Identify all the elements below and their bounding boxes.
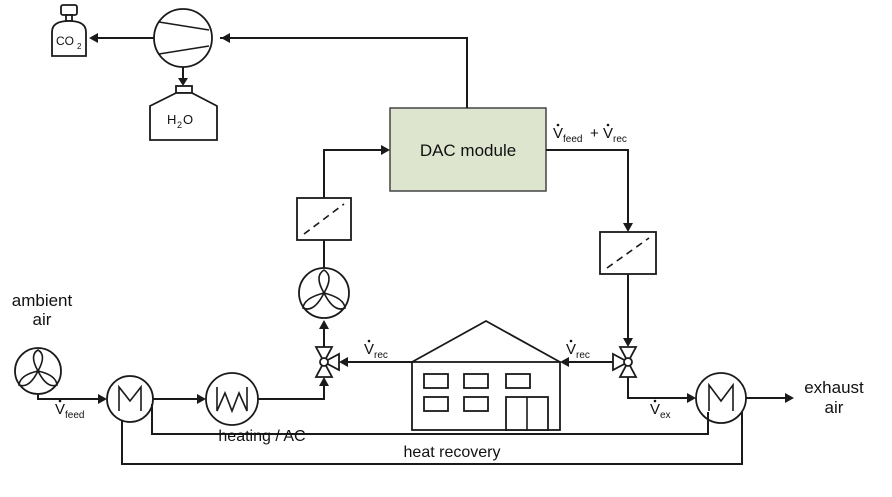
dac-module-label: DAC module (420, 141, 516, 160)
heating-ac-label: heating / AC (218, 428, 305, 445)
co2-subscript: 2 (77, 42, 82, 51)
h2o-tank: H 2 O (149, 85, 218, 141)
svg-text:V: V (603, 125, 613, 142)
exhaust-air-label: air (825, 398, 844, 417)
dac-module-box (389, 107, 547, 192)
label-vrec-left: V rec (364, 341, 388, 361)
building-icon (411, 319, 561, 431)
exhaust-label: exhaust (804, 378, 864, 397)
ambient-air-label: air (33, 310, 52, 329)
valve-right-icon (612, 346, 638, 378)
svg-text:V: V (55, 401, 65, 418)
svg-text:+: + (590, 125, 599, 142)
co2-cylinder: CO 2 (51, 4, 87, 57)
label-vex: V ex (650, 401, 671, 421)
label-vrec-right: V rec (566, 341, 590, 361)
heat-exchanger-right-icon (695, 372, 747, 424)
co2-label: CO (56, 34, 74, 48)
svg-text:rec: rec (374, 350, 388, 361)
svg-text:feed: feed (65, 410, 84, 421)
heat-recovery-inner-loop (151, 404, 709, 435)
line-feed-flow (37, 394, 99, 400)
filter-left-icon (296, 197, 352, 241)
svg-text:feed: feed (563, 134, 582, 145)
line-dac-to-filter (546, 149, 629, 225)
compressor-icon (153, 8, 213, 68)
line-ex-flow (627, 377, 688, 399)
svg-text:ex: ex (660, 410, 671, 421)
svg-text:V: V (566, 341, 576, 358)
filter-right-icon (599, 231, 657, 275)
fan-middle-icon (298, 267, 350, 319)
valve-left-icon (314, 346, 340, 378)
label-vfeed: V feed (55, 401, 84, 421)
ambient-label: ambient (12, 291, 73, 310)
flow-rate-dots (58, 123, 657, 403)
svg-text:V: V (553, 125, 563, 142)
h2o-label-h: H (167, 112, 176, 127)
heater-ac-icon (205, 372, 259, 426)
label-vfeed-plus-vrec: V feed + V rec (553, 125, 627, 145)
svg-text:rec: rec (576, 350, 590, 361)
heat-exchanger-left-icon (106, 375, 154, 423)
h2o-label-o: O (183, 112, 193, 127)
svg-text:V: V (364, 341, 374, 358)
line-dac-to-compressor (220, 37, 468, 108)
h2o-subscript: 2 (177, 120, 182, 130)
heat-recovery-label: heat recovery (404, 444, 501, 461)
svg-text:rec: rec (613, 134, 627, 145)
fan-ambient-icon (14, 347, 62, 395)
heat-recovery-outer-loop (121, 412, 743, 465)
line-filter-to-dac (323, 149, 382, 198)
svg-text:V: V (650, 401, 660, 418)
